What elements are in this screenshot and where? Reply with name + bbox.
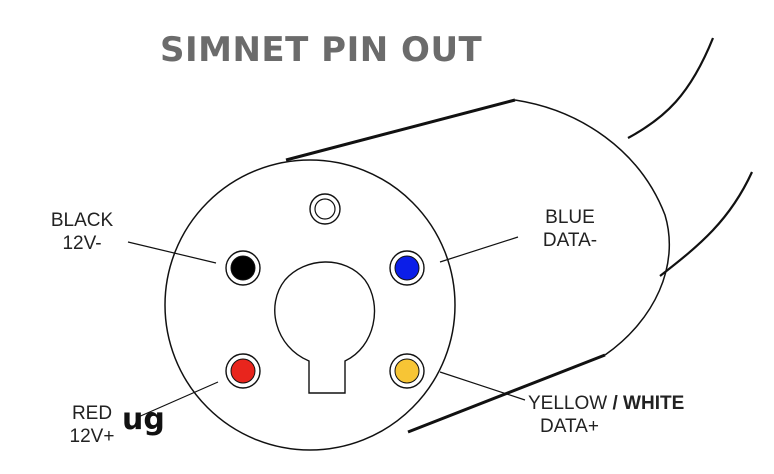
label-black-color: BLACK [50, 210, 114, 231]
leader-blue [439, 236, 519, 263]
label-red-signal: 12V+ [69, 426, 115, 447]
cut-off-text: ug [122, 402, 165, 437]
label-yellow: YELLOW / WHITE DATA+ [528, 392, 748, 438]
label-black: BLACK 12V- [34, 209, 130, 255]
key-slot [274, 261, 376, 394]
pin-unused [309, 193, 341, 225]
cable-wire-bottom [659, 171, 753, 277]
label-yellow-color-a: YELLOW [528, 393, 608, 414]
pin-red [225, 353, 261, 389]
label-blue-signal: DATA- [542, 230, 598, 251]
connector-body-back [514, 99, 671, 356]
leader-yellow [439, 371, 526, 401]
label-yellow-sep: / [607, 393, 624, 414]
label-blue: BLUE DATA- [525, 206, 615, 252]
label-red-color: RED [71, 403, 113, 424]
label-yellow-color-b: WHITE [623, 393, 685, 414]
leader-black [127, 241, 217, 264]
connector-body-top-edge [285, 98, 516, 162]
diagram-title: SIMNET PIN OUT [160, 30, 483, 70]
label-black-signal: 12V- [62, 233, 102, 254]
pin-black [225, 250, 261, 286]
leader-red [135, 381, 219, 419]
label-blue-color: BLUE [545, 207, 595, 228]
cable-wire-top [627, 37, 715, 139]
pin-yellow [389, 353, 425, 389]
pin-blue [389, 250, 425, 286]
label-red: RED 12V+ [44, 402, 140, 448]
label-yellow-signal: DATA+ [540, 416, 599, 437]
